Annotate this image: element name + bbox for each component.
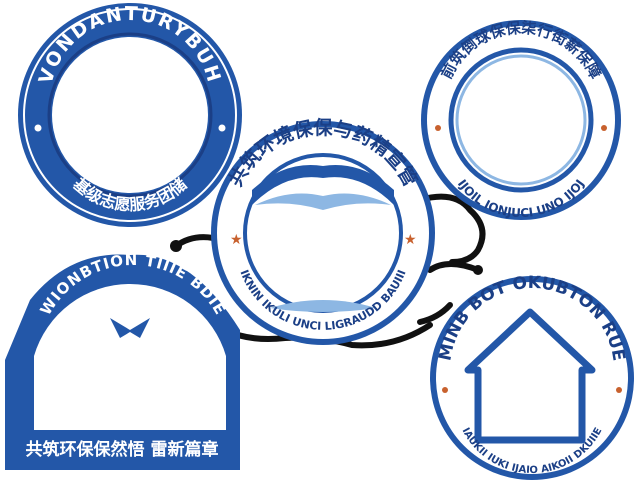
star-icon: ★ bbox=[230, 232, 243, 248]
ring-dot bbox=[442, 387, 448, 393]
laurel-left-icon bbox=[36, 370, 56, 429]
badge-bottom-right: MINB BOT OKUBTON RUE IAUKII IUKI IJAIO A… bbox=[430, 273, 634, 480]
badge-inner-field bbox=[52, 37, 208, 193]
v-shield-icon bbox=[110, 318, 150, 338]
wave-icon bbox=[255, 193, 391, 210]
ring-dot bbox=[218, 124, 226, 132]
ring-dot bbox=[601, 125, 607, 131]
ground-icon bbox=[270, 300, 376, 312]
connector-node bbox=[473, 265, 483, 275]
ring-dot bbox=[34, 124, 42, 132]
ring-dot bbox=[435, 125, 441, 131]
house-outline-icon bbox=[464, 308, 596, 444]
badge-top-right: 前筑倒球保保柒行街薪保障 IJOIL IONJUCI UNO IJOJ bbox=[421, 19, 621, 220]
badge-bottom-left: WIONBTION TIIIE BDIE 共筑环保保然悟 雷新篇章 bbox=[5, 251, 240, 470]
ring-dot bbox=[616, 387, 622, 393]
laurel-right-icon bbox=[204, 370, 224, 429]
badge-inner-border bbox=[455, 54, 587, 186]
badge-inner-border bbox=[448, 47, 594, 193]
mountain-icon bbox=[252, 165, 394, 205]
star-icon: ★ bbox=[404, 232, 417, 248]
house-interior bbox=[485, 330, 575, 432]
connector-node bbox=[170, 240, 182, 252]
badge-ring-band bbox=[427, 26, 615, 214]
badge-bottom-text: 共筑环保保然悟 雷新篇章 bbox=[26, 439, 219, 460]
badge-top-left: VONDANTURYBUH 基级志愿服务团储 bbox=[18, 3, 242, 227]
badge-center: 共筑环境保保与药精宣管 IKNIN IKULI UNCI LIGRAUDD BA… bbox=[211, 116, 435, 345]
badge-inner-border bbox=[47, 32, 213, 198]
badge-ring-border bbox=[23, 8, 237, 222]
badge-inner-field bbox=[34, 284, 226, 430]
